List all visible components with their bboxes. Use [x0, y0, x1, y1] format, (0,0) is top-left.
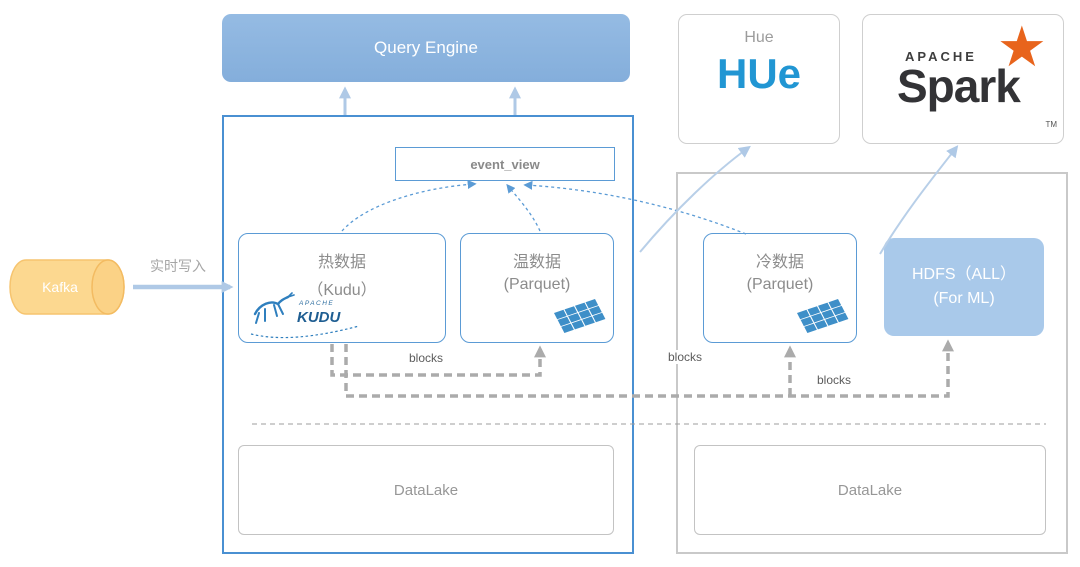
query-engine-node: Query Engine — [222, 14, 630, 82]
hot-data-subtitle: （Kudu） — [307, 282, 377, 299]
spark-star-icon: ★ — [996, 15, 1047, 78]
warm-data-title: 温数据 — [512, 254, 561, 271]
kudu-cluster-container — [222, 115, 634, 554]
datalake-left-label: DataLake — [393, 481, 459, 499]
kudu-apache-label: APACHE — [298, 300, 334, 307]
event-view-label: event_view — [470, 156, 540, 172]
kudu-motion-line — [250, 325, 360, 339]
blocks-label-cold: blocks — [666, 350, 705, 364]
hot-data-title: 热数据 — [317, 254, 366, 271]
kudu-wordmark: KUDU — [297, 309, 341, 326]
datalake-left-node: DataLake — [238, 445, 614, 535]
warm-data-subtitle: (Parquet) — [503, 276, 571, 293]
spark-apache-label: APACHE — [905, 49, 977, 64]
hdfs-subtitle: (For ML) — [933, 290, 995, 307]
cold-data-node: 冷数据 (Parquet) — [703, 233, 857, 343]
cold-data-subtitle: (Parquet) — [746, 276, 814, 293]
hue-logo: HUe — [716, 50, 802, 97]
parquet-icon — [554, 299, 606, 333]
blocks-label-hdfs: blocks — [815, 373, 854, 387]
realtime-write-label: 实时写入 — [150, 258, 206, 274]
spark-node: APACHE ★ Spark TM — [862, 14, 1064, 144]
kafka-label: Kafka — [42, 279, 78, 295]
warm-data-node: 温数据 (Parquet) — [460, 233, 614, 343]
hue-title: Hue — [744, 29, 774, 46]
event-view-node: event_view — [395, 147, 615, 181]
datalake-right-node: DataLake — [694, 445, 1046, 535]
kafka-cylinder-icon: Kafka — [9, 259, 125, 315]
blocks-label-warm: blocks — [407, 351, 446, 365]
parquet-icon — [797, 299, 849, 333]
hue-node: Hue HUe — [678, 14, 840, 144]
spark-trademark: TM — [1045, 120, 1057, 129]
kafka-node: Kafka — [8, 256, 132, 318]
kudu-logo-icon: APACHE KUDU — [250, 292, 360, 339]
hdfs-node: HDFS（ALL） (For ML) — [884, 238, 1044, 336]
datalake-right-label: DataLake — [837, 481, 903, 499]
hdfs-title: HDFS（ALL） — [911, 266, 1017, 283]
spark-wordmark: Spark — [897, 60, 1021, 112]
query-engine-label: Query Engine — [374, 38, 478, 57]
cold-data-title: 冷数据 — [755, 254, 804, 271]
hot-data-node: 热数据 （Kudu） APACHE KUDU — [238, 233, 446, 343]
